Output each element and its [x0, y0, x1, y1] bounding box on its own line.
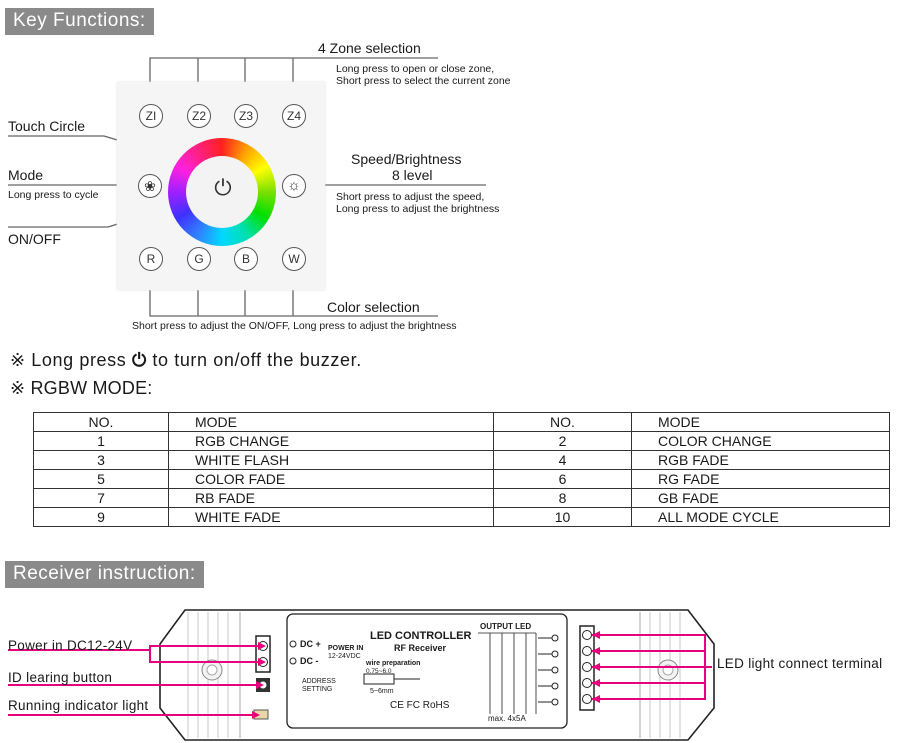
table-cell: 10: [493, 507, 632, 527]
red-button[interactable]: R: [139, 247, 163, 271]
header-no-1: NO.: [33, 412, 169, 432]
setting-label: SETTING: [302, 686, 333, 693]
table-cell: RGB CHANGE: [168, 431, 494, 451]
table-cell: 5: [33, 469, 169, 489]
table-row: 5 COLOR FADE 6 RG FADE: [33, 469, 890, 489]
zone-2-button[interactable]: Z2: [187, 104, 211, 128]
blue-button[interactable]: B: [234, 247, 258, 271]
power-icon[interactable]: ⏻: [214, 175, 232, 200]
id-learning-button-label: ID learing button: [8, 670, 113, 685]
device-title: LED CONTROLLER: [370, 630, 472, 642]
wire-length-label: 5~6mm: [370, 688, 394, 695]
table-cell: 6: [493, 469, 632, 489]
table-header-row: NO. MODE NO. MODE: [33, 412, 890, 432]
mode-button-icon[interactable]: ❀: [138, 174, 162, 198]
table-cell: ALL MODE CYCLE: [631, 507, 890, 527]
speed-desc-2: Long press to adjust the brightness: [336, 203, 500, 215]
dc-plus-label: DC +: [300, 639, 321, 649]
header-no-2: NO.: [493, 412, 632, 432]
max-current-label: max. 4x5A: [488, 714, 526, 723]
receiver-instruction-header: Receiver instruction:: [5, 561, 204, 588]
table-cell: 7: [33, 488, 169, 508]
table-cell: WHITE FLASH: [168, 450, 494, 470]
header-mode-1: MODE: [168, 412, 494, 432]
power-in-small-label: POWER IN: [328, 645, 364, 652]
speed-level: 8 level: [392, 167, 433, 183]
wire-prep-label: wire preparation: [366, 660, 421, 667]
mode-desc: Long press to cycle: [8, 189, 99, 201]
zone-selection-title: 4 Zone selection: [318, 40, 421, 56]
speed-desc-1: Short press to adjust the speed,: [336, 191, 485, 203]
receiver-device-drawing: [8, 609, 715, 741]
table-cell: WHITE FADE: [168, 507, 494, 527]
output-led-label: OUTPUT LED: [480, 622, 532, 631]
buzzer-note-suffix: to turn on/off the buzzer.: [152, 350, 362, 370]
device-subtitle: RF Receiver: [394, 643, 447, 653]
table-cell: 8: [493, 488, 632, 508]
table-cell: 9: [33, 507, 169, 527]
table-row: 7 RB FADE 8 GB FADE: [33, 488, 890, 508]
rgbw-modes-table: NO. MODE NO. MODE 1 RGB CHANGE 2 COLOR C…: [33, 412, 890, 527]
color-wheel-center: [186, 156, 258, 228]
zone-4-button[interactable]: Z4: [282, 104, 306, 128]
table-row: 1 RGB CHANGE 2 COLOR CHANGE: [33, 431, 890, 451]
color-selection-title: Color selection: [327, 299, 420, 315]
table-cell: GB FADE: [631, 488, 890, 508]
address-label: ADDRESS: [302, 678, 336, 685]
table-row: 3 WHITE FLASH 4 RGB FADE: [33, 450, 890, 470]
buzzer-note: ※ Long press ⏻ to turn on/off the buzzer…: [10, 350, 362, 371]
touch-circle-label: Touch Circle: [8, 118, 86, 134]
zone-selection-desc-2: Short press to select the current zone: [336, 75, 511, 87]
wire-size-label: 0.75~6.0: [366, 668, 392, 675]
table-cell: RGB FADE: [631, 450, 890, 470]
white-button[interactable]: W: [282, 247, 306, 271]
table-cell: 3: [33, 450, 169, 470]
table-cell: RB FADE: [168, 488, 494, 508]
table-row: 9 WHITE FADE 10 ALL MODE CYCLE: [33, 507, 890, 527]
table-cell: RG FADE: [631, 469, 890, 489]
color-selection-desc: Short press to adjust the ON/OFF, Long p…: [132, 320, 457, 332]
buzzer-note-prefix: ※ Long press: [10, 350, 127, 370]
header-mode-2: MODE: [631, 412, 890, 432]
rgbw-mode-title: ※ RGBW MODE:: [10, 378, 153, 398]
key-functions-header: Key Functions:: [5, 8, 154, 35]
mode-label: Mode: [8, 167, 44, 183]
green-button[interactable]: G: [187, 247, 211, 271]
speed-button-icon[interactable]: ☼: [282, 174, 306, 198]
zone-3-button[interactable]: Z3: [234, 104, 258, 128]
table-cell: COLOR CHANGE: [631, 431, 890, 451]
table-cell: 1: [33, 431, 169, 451]
power-in-label: Power in DC12-24V: [8, 638, 133, 653]
dc-minus-label: DC -: [300, 656, 319, 666]
speed-brightness-title: Speed/Brightness: [351, 151, 462, 167]
zone-selection-desc-1: Long press to open or close zone,: [336, 63, 495, 75]
on-off-label: ON/OFF: [8, 231, 61, 247]
table-cell: 2: [493, 431, 632, 451]
running-indicator-label: Running indicator light: [8, 698, 149, 713]
table-cell: 4: [493, 450, 632, 470]
buzzer-power-icon: ⏻: [131, 350, 147, 370]
table-cell: COLOR FADE: [168, 469, 494, 489]
led-terminal-label: LED light connect terminal: [717, 656, 883, 671]
zone-1-button[interactable]: ZI: [139, 104, 163, 128]
power-range-label: 12-24VDC: [328, 653, 361, 660]
certification-marks: CE FC RoHS: [390, 700, 450, 711]
